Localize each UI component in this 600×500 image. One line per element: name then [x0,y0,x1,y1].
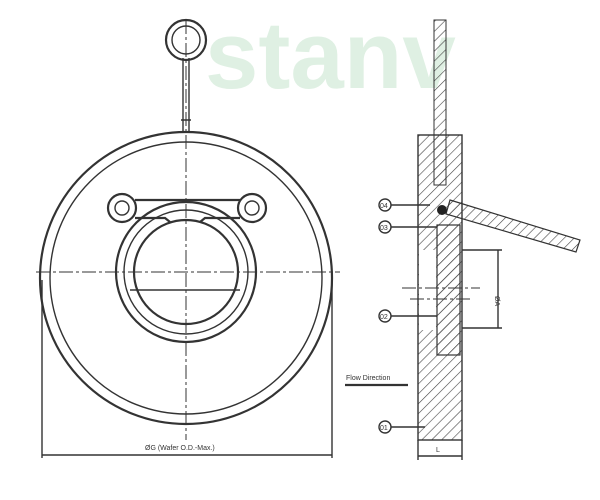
part-callout-03: 03 [378,220,437,234]
wafer-od-label: ØG (Wafer O.D.-Max.) [145,445,215,452]
side-view: L ØA Flow Direction 04 03 02 01 [345,19,581,460]
bore-label: ØA [493,296,500,306]
watermark: stanv [205,2,456,109]
part-callout-04: 04 [378,198,430,212]
front-view: ØG (Wafer O.D.-Max.) [36,18,340,458]
flow-direction-label: Flow Direction [346,375,390,382]
svg-text:03: 03 [380,225,388,232]
svg-text:01: 01 [380,425,388,432]
svg-text:04: 04 [380,203,388,210]
part-callout-02: 02 [378,309,437,323]
svg-text:02: 02 [380,314,388,321]
part-callout-01: 01 [378,420,425,434]
length-label: L [436,447,440,454]
